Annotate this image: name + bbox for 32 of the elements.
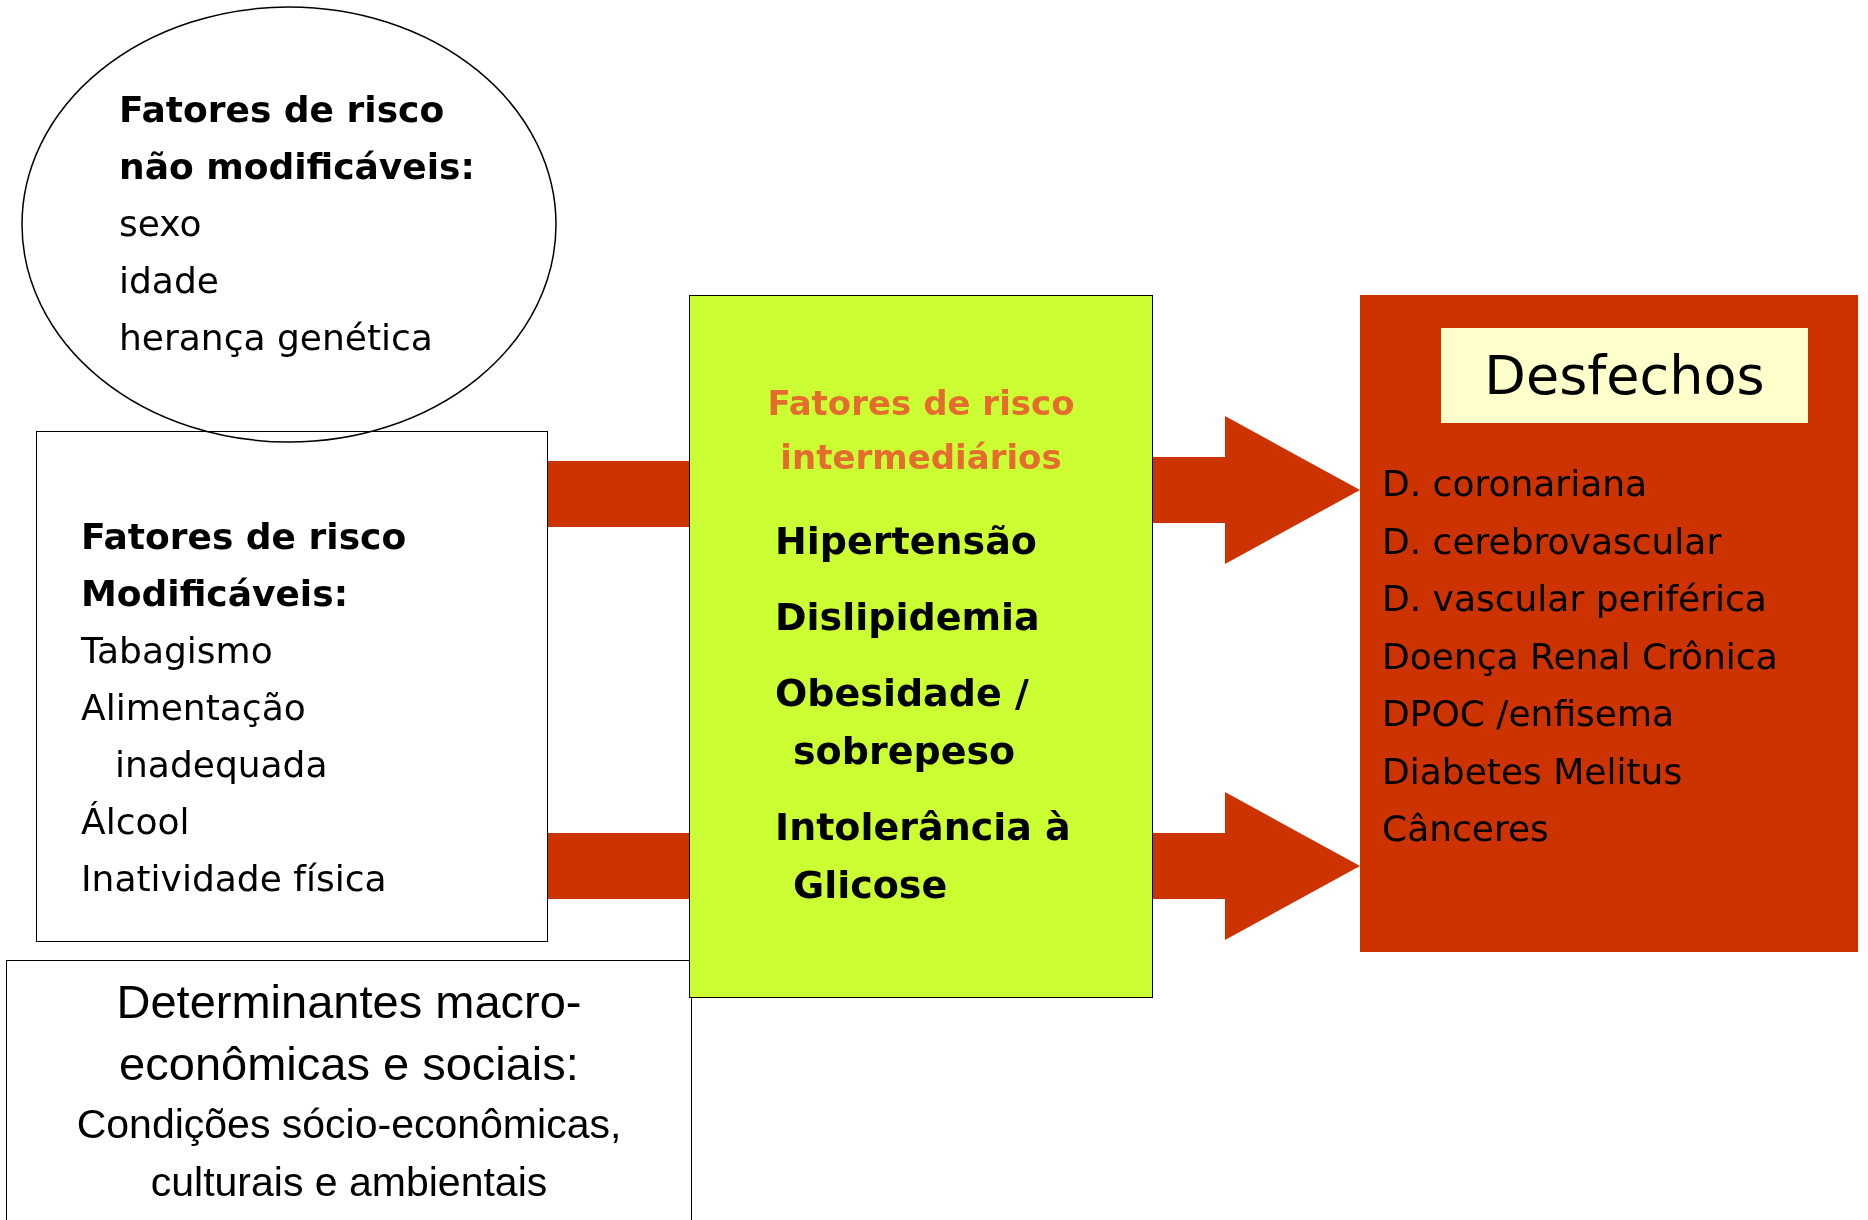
list-item: Dislipidemia xyxy=(775,594,1041,641)
list-item: herança genética xyxy=(119,316,434,360)
process-box xyxy=(6,960,692,1220)
connector-bar xyxy=(548,461,689,527)
list-item: Hipertensão xyxy=(775,518,1038,565)
process-box xyxy=(36,431,548,942)
list-item: idade xyxy=(119,259,220,303)
list-item: Álcool xyxy=(81,800,191,844)
body-text: Condições sócio-econômicas, culturais e ambientais xyxy=(75,1100,623,1207)
title-box: Desfechos xyxy=(1441,328,1808,423)
list-item: Cânceres xyxy=(1382,807,1550,851)
heading-text: Fatores de risco intermediários xyxy=(766,382,1076,479)
list-item: Obesidade / sobrepeso xyxy=(775,670,1030,775)
list-item: D. cerebrovascular xyxy=(1382,519,1723,564)
heading-text: Determinantes macro-econômicas e sociais: xyxy=(115,974,583,1092)
list-item: DPOC /enfisema xyxy=(1382,692,1676,736)
heading-text: Fatores de risco não modificáveis: xyxy=(119,88,476,189)
list-item: Tabagismo xyxy=(81,629,274,673)
block-arrow xyxy=(1153,416,1360,564)
list-item: Intolerância à Glicose xyxy=(775,804,1072,909)
list-item: Doença Renal Crônica xyxy=(1382,634,1778,679)
connector-bar xyxy=(548,833,689,899)
list-item: Diabetes Melitus xyxy=(1382,749,1684,794)
list-item: Inatividade física xyxy=(81,857,388,901)
list-item: sexo xyxy=(119,202,203,246)
list-item: D. coronariana xyxy=(1382,462,1649,506)
block-arrow xyxy=(1153,792,1360,940)
list-item: Alimentação inadequada xyxy=(81,686,329,787)
outcome-box xyxy=(1360,295,1858,952)
process-box xyxy=(689,295,1153,998)
list-item: D. vascular periférica xyxy=(1382,577,1768,621)
heading-text: Fatores de risco Modificáveis: xyxy=(81,515,408,616)
